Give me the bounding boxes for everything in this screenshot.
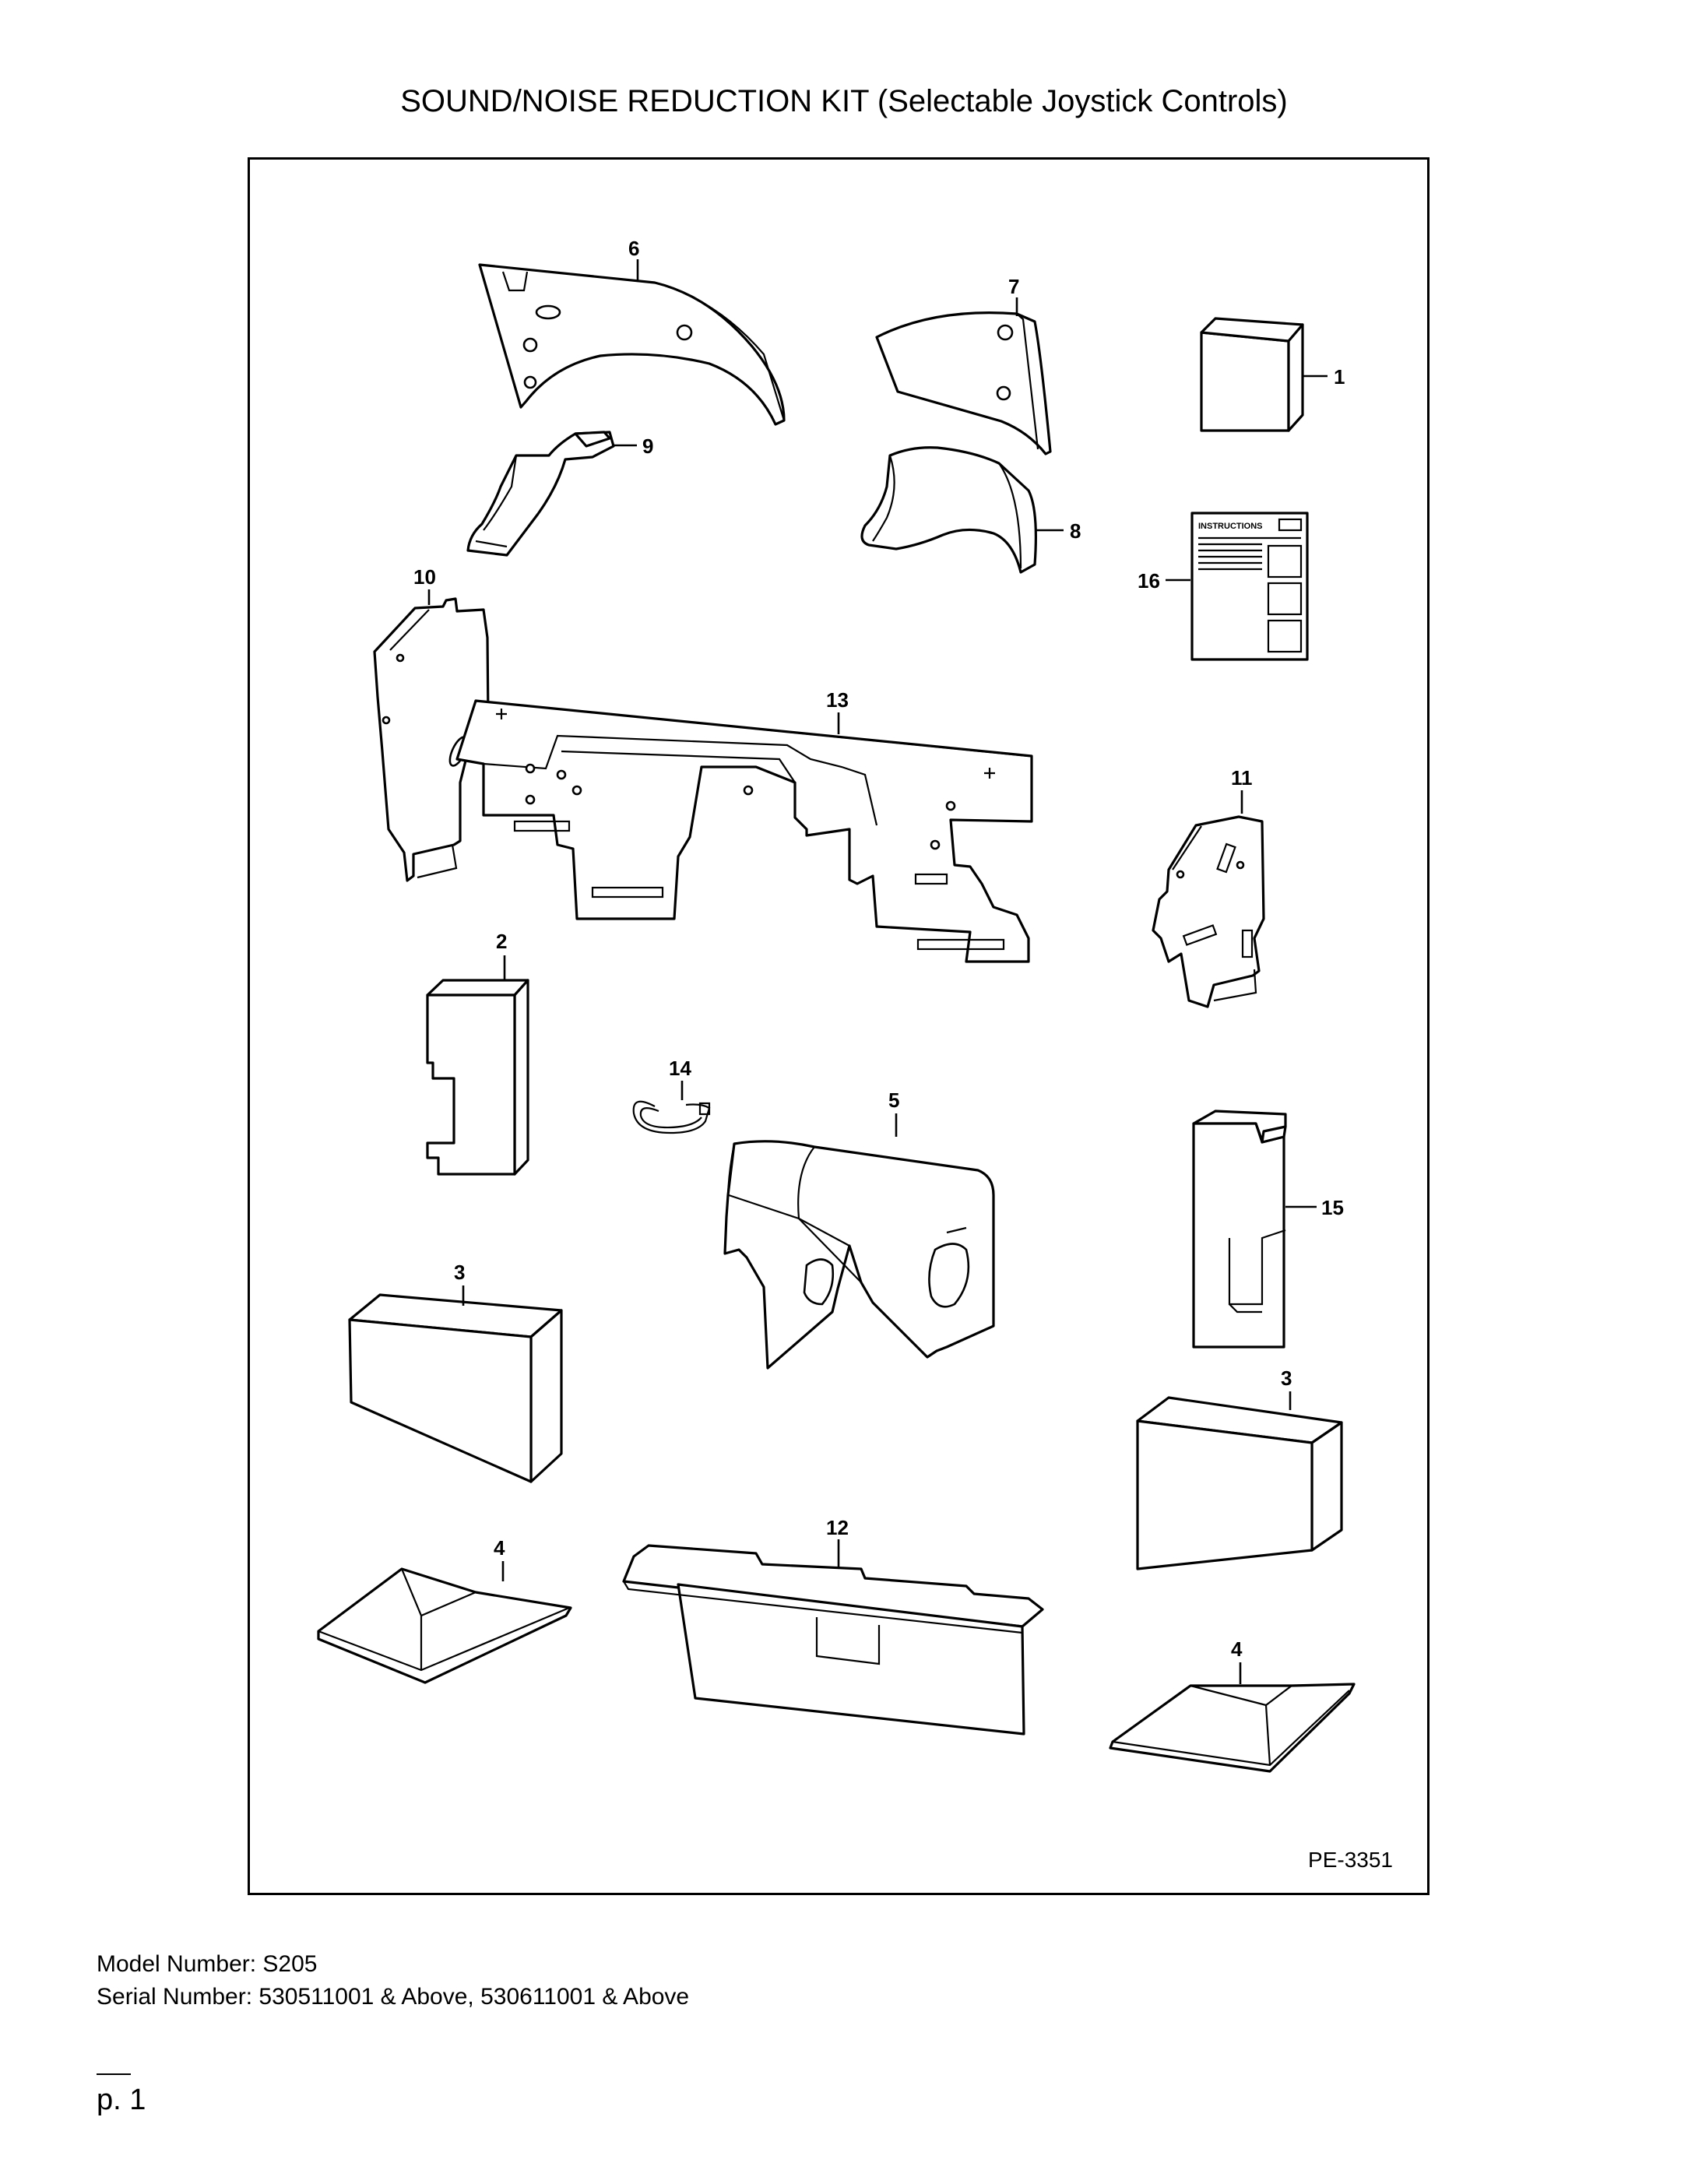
page-rule: [97, 2073, 131, 2075]
part-4-floor-mat-left: [317, 1561, 572, 1684]
part-10-side-liner: [373, 589, 490, 882]
serial-number: Serial Number: 530511001 & Above, 530611…: [97, 1984, 690, 2010]
callout-7: 7: [1008, 275, 1019, 298]
callout-16: 16: [1138, 569, 1160, 593]
callout-1: 1: [1334, 365, 1345, 389]
part-7-panel: [875, 297, 1052, 455]
callout-11: 11: [1231, 766, 1253, 790]
parts-diagram: 6 7 1 9: [317, 237, 1356, 1773]
page-number: p. 1: [97, 2084, 146, 2116]
part-1-block: [1200, 317, 1328, 432]
callout-2: 2: [496, 930, 507, 953]
callout-3a: 3: [454, 1261, 465, 1284]
part-5-tunnel-cover: [723, 1113, 995, 1370]
part-13-floor-bracket: [455, 699, 1033, 963]
part-3-foam-wedge-right: [1136, 1391, 1343, 1570]
part-12-rear-liner: [622, 1539, 1044, 1736]
callout-13: 13: [826, 688, 849, 712]
part-6-panel: [478, 259, 786, 426]
instructions-sheet-heading: INSTRUCTIONS: [1198, 522, 1263, 531]
callout-15: 15: [1321, 1196, 1344, 1219]
part-2-foam-block: [426, 955, 529, 1176]
part-3-foam-wedge-left: [348, 1285, 563, 1483]
callout-9: 9: [642, 434, 653, 458]
callout-3b: 3: [1281, 1366, 1292, 1390]
part-9-bracket: [466, 431, 637, 557]
page-title: SOUND/NOISE REDUCTION KIT (Selectable Jo…: [400, 84, 1288, 118]
part-11-side-liner: [1152, 790, 1265, 1008]
callout-10: 10: [413, 565, 436, 589]
callout-12: 12: [826, 1516, 849, 1539]
parts-diagram-frame: 6 7 1 9: [248, 157, 1430, 1895]
part-14-clamp: [632, 1081, 711, 1134]
callout-6: 6: [628, 237, 639, 260]
callout-14: 14: [669, 1057, 691, 1080]
model-number: Model Number: S205: [97, 1951, 318, 1977]
callout-4a: 4: [494, 1536, 505, 1560]
part-8-cover: [860, 446, 1064, 574]
part-15-foam-block: [1192, 1110, 1317, 1349]
drawing-id: PE-3351: [1308, 1848, 1393, 1872]
part-16-instructions-sheet: INSTRUCTIONS: [1166, 512, 1309, 661]
callout-5: 5: [888, 1088, 899, 1112]
part-4-floor-mat-right: [1109, 1662, 1356, 1773]
callout-4b: 4: [1231, 1637, 1243, 1661]
callout-8: 8: [1070, 519, 1081, 543]
